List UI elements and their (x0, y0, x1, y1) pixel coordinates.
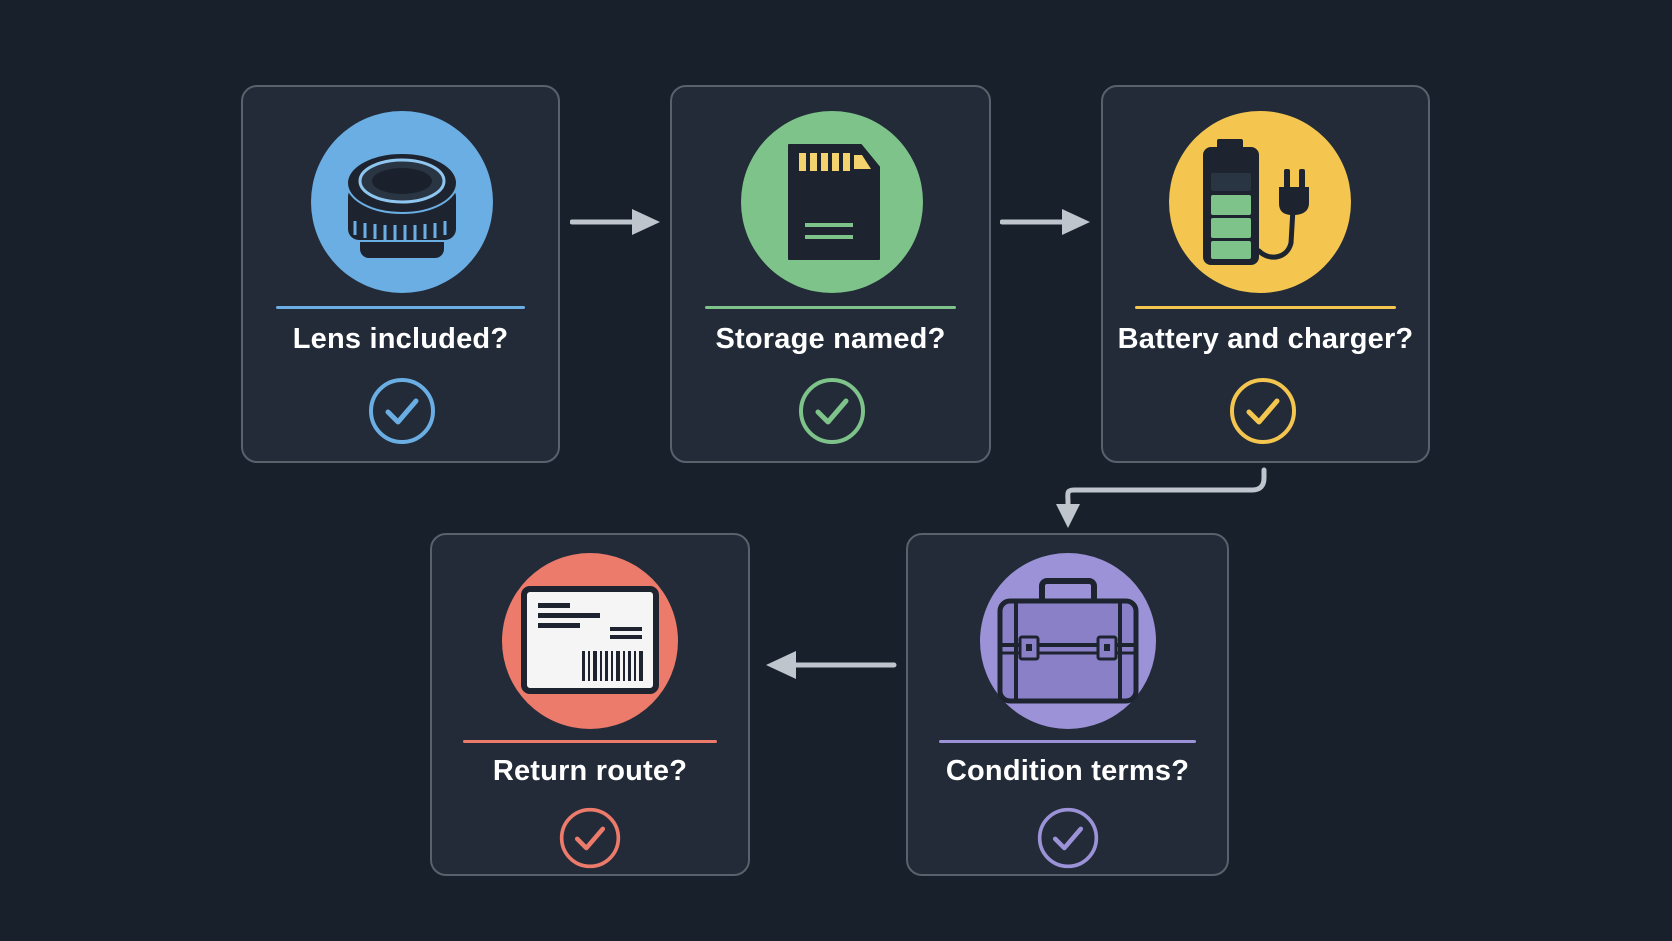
check-icon (1036, 806, 1100, 870)
step-label: Battery and charger? (1117, 323, 1414, 355)
step-card-storage: Storage named? (670, 85, 991, 463)
step-divider (705, 306, 956, 309)
memory-card-icon (741, 111, 923, 293)
step-divider (1135, 306, 1396, 309)
step-label: Condition terms? (945, 755, 1190, 787)
case-icon (980, 553, 1156, 729)
step-label: Return route? (492, 755, 688, 787)
step-card-return: Return route? (430, 533, 750, 876)
step-card-lens: Lens included? (241, 85, 560, 463)
step-card-battery: Battery and charger? (1101, 85, 1430, 463)
step-divider (276, 306, 525, 309)
step-divider (463, 740, 717, 743)
check-icon (1228, 376, 1298, 446)
step-card-condition: Condition terms? (906, 533, 1229, 876)
step-label: Lens included? (292, 323, 509, 355)
check-icon (558, 806, 622, 870)
arrow-left-icon (766, 651, 897, 679)
arrow-right-icon (570, 209, 660, 235)
battery-charger-icon (1169, 111, 1351, 293)
check-icon (797, 376, 867, 446)
arrow-right-icon (1000, 209, 1090, 235)
camera-lens-icon (311, 111, 493, 293)
step-label: Storage named? (715, 323, 946, 355)
check-icon (367, 376, 437, 446)
shipping-label-icon (502, 553, 678, 729)
arrow-down-connector-icon (1056, 467, 1267, 528)
step-divider (939, 740, 1196, 743)
